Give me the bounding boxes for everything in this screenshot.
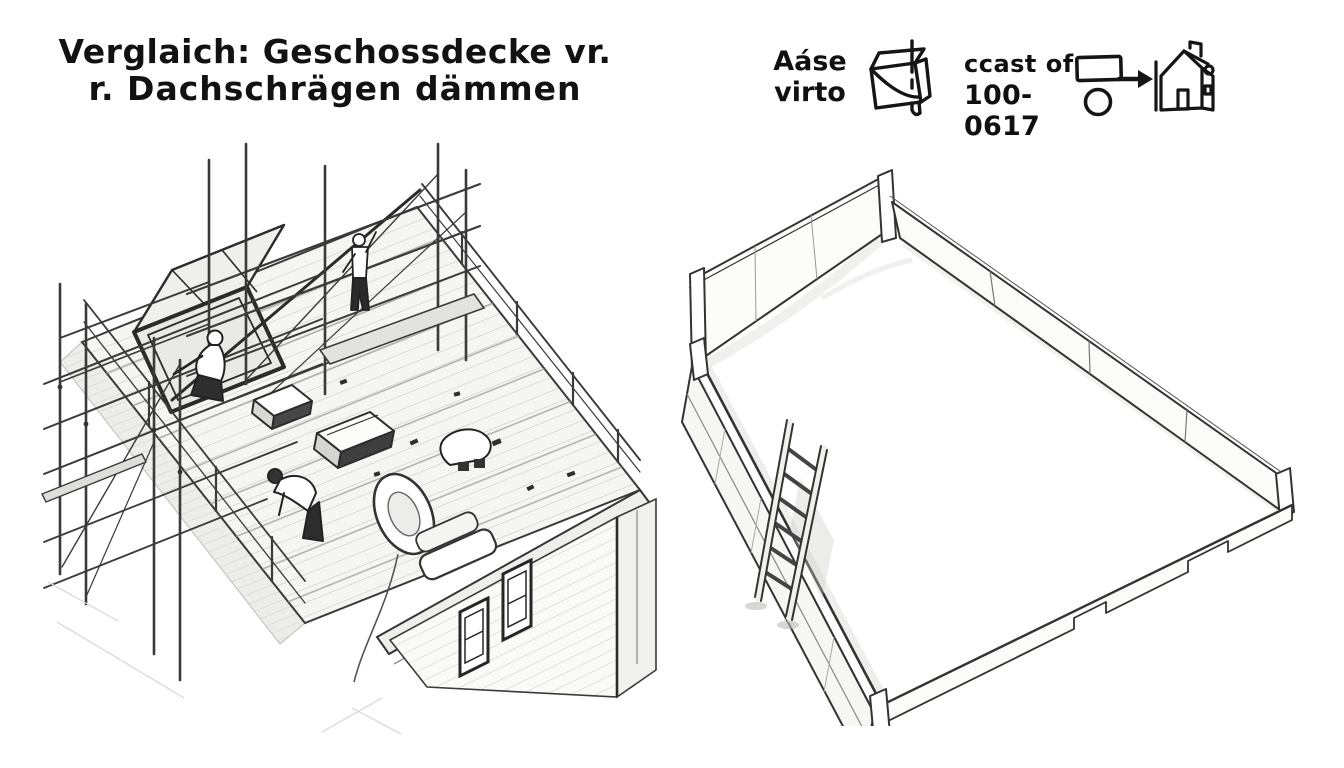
ground-lines [47,581,403,734]
caption-label-line1: ccast of [964,50,1074,78]
brand-label-line2: virto [774,77,846,109]
brand-label-line1: Aáse [773,46,847,77]
left-wall [681,337,884,726]
caption-label: ccast of 100-0617 [964,50,1076,142]
caption-label-line2: 100-0617 [964,80,1040,142]
skylight-domes [251,384,395,469]
scaffold-tower [59,142,486,401]
front-rim [869,503,1293,726]
page-title: Verglaich: Geschossdecke vr. r. Dachschr… [55,32,615,108]
insulation-roll [353,472,498,683]
page-title-line2: r. Dachschrägen dämmen [88,68,582,108]
brand-label: Aáse virto [768,46,852,108]
house-wall [388,497,657,699]
empty-attic-floor-illustration [681,169,1295,726]
box-icon [869,39,932,117]
worker-standing [342,231,377,311]
worker-kneeling [172,329,226,402]
worker-crouching [439,428,492,471]
attic-insulation-work-illustration [41,142,657,734]
rectangle-icon [1074,54,1124,83]
attic-floor [700,230,1280,705]
debris-marks [339,378,576,492]
page-title-line1: Verglaich: Geschossdecke vr. [58,32,612,71]
arrow-right-icon [1116,70,1153,88]
worker-bent [267,468,324,542]
scaffolding-left [41,273,323,682]
deck-guardrail-left [83,299,306,604]
deck-guardrail-right [419,183,641,473]
ladder [745,419,834,629]
circle-icon [1083,87,1113,117]
house-icon [1154,40,1215,112]
